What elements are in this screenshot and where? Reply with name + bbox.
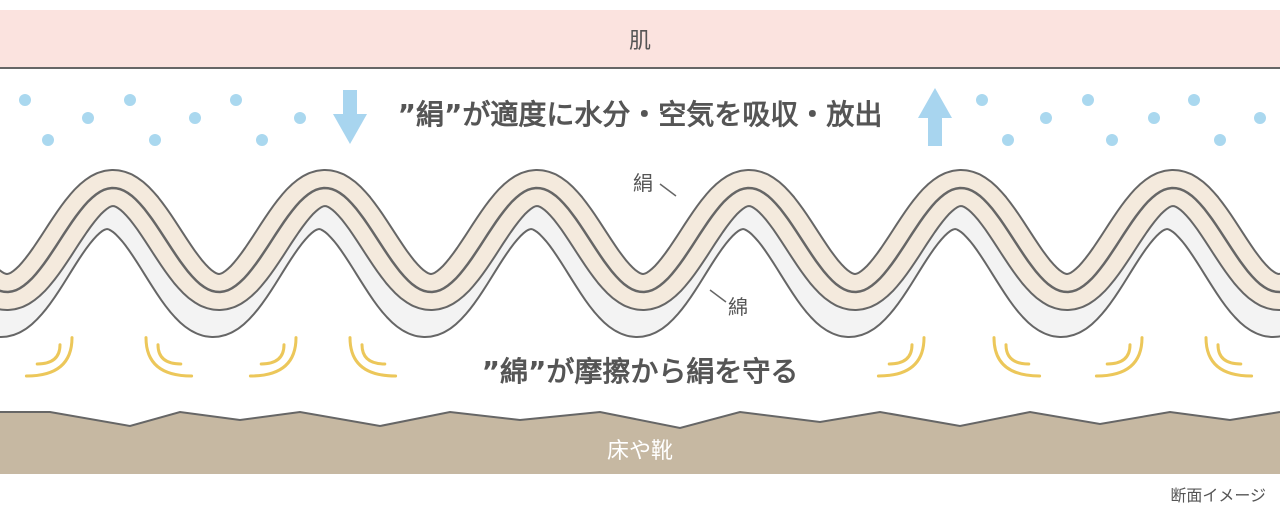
moisture-dot (256, 134, 268, 146)
up-arrow-icon (918, 88, 952, 146)
friction-arc (248, 336, 298, 378)
friction-arc (876, 336, 926, 378)
moisture-dot (1188, 94, 1200, 106)
friction-arc (144, 336, 194, 378)
moisture-dot (976, 94, 988, 106)
cotton-label: 綿 (728, 295, 748, 319)
moisture-dot (230, 94, 242, 106)
moisture-dot (42, 134, 54, 146)
moisture-dot (1106, 134, 1118, 146)
cotton-leader-line (709, 289, 727, 303)
moisture-dot (1082, 94, 1094, 106)
moisture-dot (124, 94, 136, 106)
friction-arc (35, 343, 62, 366)
friction-arc (348, 336, 398, 378)
bottom-message: ”綿”が摩擦から絹を守る (482, 355, 799, 388)
moisture-dot (1002, 134, 1014, 146)
moisture-dot (82, 112, 94, 124)
moisture-dot (189, 112, 201, 124)
friction-arc (259, 343, 286, 366)
friction-arc (1105, 343, 1132, 366)
moisture-dot (294, 112, 306, 124)
down-arrow-icon (333, 90, 367, 144)
moisture-dot (1040, 112, 1052, 124)
floor-label: 床や靴 (607, 439, 673, 464)
friction-arc (24, 336, 74, 378)
silk-label: 絹 (633, 171, 653, 195)
diagram-caption: 断面イメージ (1170, 486, 1266, 505)
friction-marks (24, 336, 1254, 378)
friction-arc (360, 343, 387, 366)
floor-layer (0, 412, 1280, 474)
moisture-dot (149, 134, 161, 146)
friction-arc (992, 336, 1042, 378)
layer-divider-line (0, 186, 1280, 294)
friction-arc (1204, 336, 1254, 378)
moisture-dot (19, 94, 31, 106)
friction-arc (1004, 343, 1031, 366)
skin-label: 肌 (629, 29, 651, 54)
moisture-dot (1148, 112, 1160, 124)
friction-arc (887, 343, 914, 366)
friction-arc (1094, 336, 1144, 378)
moisture-dot (1254, 112, 1266, 124)
friction-arc (156, 343, 183, 366)
silk-leader-line (659, 183, 677, 197)
friction-arc (1216, 343, 1243, 366)
moisture-dot (1214, 134, 1226, 146)
top-message: ”絹”が適度に水分・空気を吸収・放出 (398, 98, 883, 131)
skin-layer (0, 10, 1280, 68)
floor-edge-line (0, 410, 1280, 430)
moisture-dots (19, 94, 1266, 146)
cotton-layer (0, 194, 1280, 336)
fabric-layers (0, 169, 1280, 338)
